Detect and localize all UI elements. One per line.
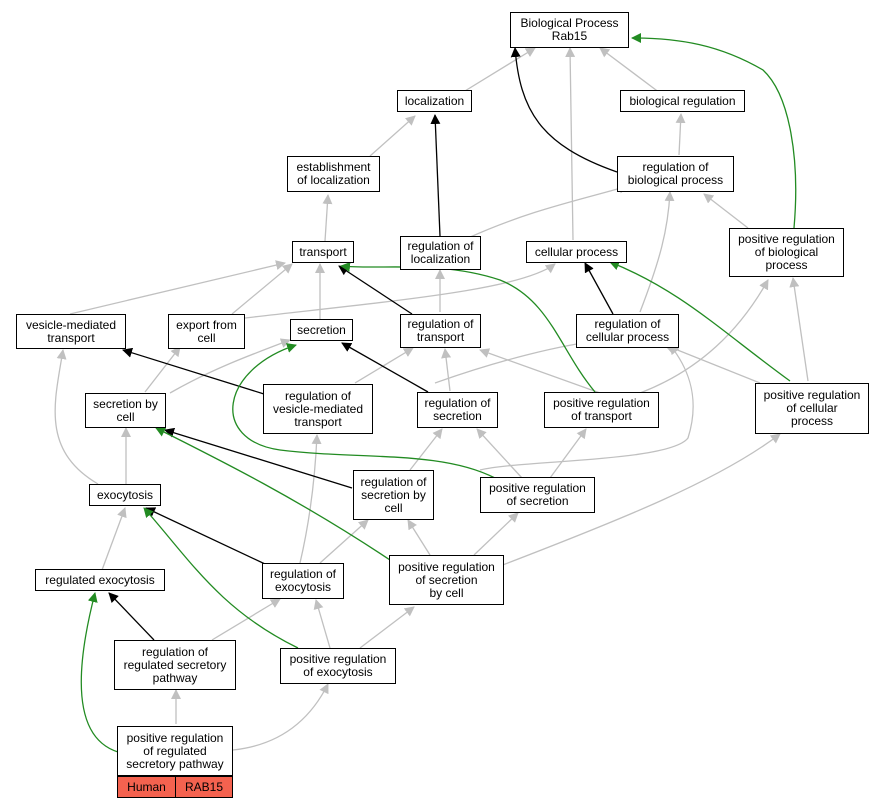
- node-localization[interactable]: localization: [397, 90, 472, 112]
- node-secretion[interactable]: secretion: [290, 319, 353, 341]
- node-regulation-of-cellular-process[interactable]: regulation of cellular process: [576, 314, 679, 348]
- node-regulation-of-vesicle-mediated-transport[interactable]: regulation of vesicle-mediated transport: [263, 384, 373, 434]
- node-regulation-of-secretion[interactable]: regulation of secretion: [417, 392, 498, 428]
- node-regulation-of-exocytosis[interactable]: regulation of exocytosis: [262, 563, 344, 599]
- node-positive-regulation-of-biological-process[interactable]: positive regulation of biological proces…: [729, 228, 844, 277]
- node-exocytosis[interactable]: exocytosis: [89, 484, 161, 506]
- node-positive-regulation-of-secretion-by-cell[interactable]: positive regulation of secretion by cell: [389, 555, 504, 605]
- node-positive-regulation-of-transport[interactable]: positive regulation of transport: [544, 392, 659, 428]
- node-positive-regulation-of-exocytosis[interactable]: positive regulation of exocytosis: [280, 648, 396, 684]
- node-cellular-process[interactable]: cellular process: [526, 241, 627, 263]
- node-biological-regulation[interactable]: biological regulation: [620, 90, 745, 112]
- node-regulation-of-biological-process[interactable]: regulation of biological process: [617, 156, 734, 192]
- node-regulation-of-localization[interactable]: regulation of localization: [400, 236, 481, 270]
- node-regulation-of-regulated-secretory-pathway[interactable]: regulation of regulated secretory pathwa…: [114, 640, 236, 690]
- node-transport[interactable]: transport: [292, 241, 354, 263]
- node-secretion-by-cell[interactable]: secretion by cell: [85, 393, 166, 428]
- node-export-from-cell[interactable]: export from cell: [168, 314, 245, 349]
- species-badge: Human: [117, 776, 176, 798]
- node-positive-regulation-of-regulated-secretory-pathway[interactable]: positive regulation of regulated secreto…: [117, 726, 233, 776]
- node-establishment-of-localization[interactable]: establishment of localization: [287, 156, 380, 192]
- node-vesicle-mediated-transport[interactable]: vesicle-mediated transport: [16, 314, 126, 349]
- node-regulation-of-transport[interactable]: regulation of transport: [400, 314, 481, 348]
- node-regulated-exocytosis[interactable]: regulated exocytosis: [35, 569, 165, 591]
- node-positive-regulation-of-secretion[interactable]: positive regulation of secretion: [480, 477, 595, 513]
- node-positive-regulation-of-cellular-process[interactable]: positive regulation of cellular process: [755, 383, 869, 434]
- node-biological-process[interactable]: Biological Process Rab15: [510, 12, 629, 48]
- node-regulation-of-secretion-by-cell[interactable]: regulation of secretion by cell: [353, 470, 434, 520]
- gene-badge: RAB15: [175, 776, 233, 798]
